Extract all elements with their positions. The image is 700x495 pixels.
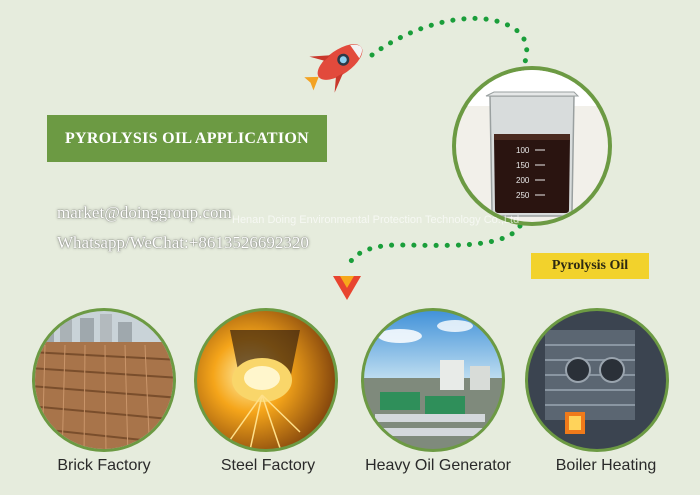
arrow-down-icon xyxy=(333,276,361,300)
beaker-mark-250: 250 xyxy=(516,191,530,200)
boiler-heating-image xyxy=(525,308,669,452)
beaker-image: 250 200 150 100 xyxy=(452,66,612,226)
brick-factory-image xyxy=(32,308,176,452)
steel-factory-image xyxy=(194,308,338,452)
contact-email[interactable]: market@doinggroup.com xyxy=(57,203,232,222)
beaker-mark-100: 100 xyxy=(516,146,530,155)
page-title: PYROLYSIS OIL APPLICATION xyxy=(47,115,327,162)
dotted-path-top xyxy=(369,16,530,65)
contact-whatsapp[interactable]: Whatsapp/WeChat:+8613526692320 xyxy=(57,233,309,252)
rocket-icon xyxy=(304,44,363,93)
pyrolysis-oil-label: Pyrolysis Oil xyxy=(531,253,649,279)
caption-steel-factory: Steel Factory xyxy=(220,457,316,474)
caption-brick-factory: Brick Factory xyxy=(57,457,151,474)
dotted-path-bottom xyxy=(344,223,523,273)
beaker-mark-200: 200 xyxy=(516,176,530,185)
beaker-mark-150: 150 xyxy=(516,161,530,170)
heavy-oil-generator-image xyxy=(361,308,505,452)
caption-heavy-oil-generator: Heavy Oil Generator xyxy=(365,457,511,474)
company-watermark: Henan Doing Environmental Protection Tec… xyxy=(232,214,520,226)
caption-boiler-heating: Boiler Heating xyxy=(555,457,657,474)
